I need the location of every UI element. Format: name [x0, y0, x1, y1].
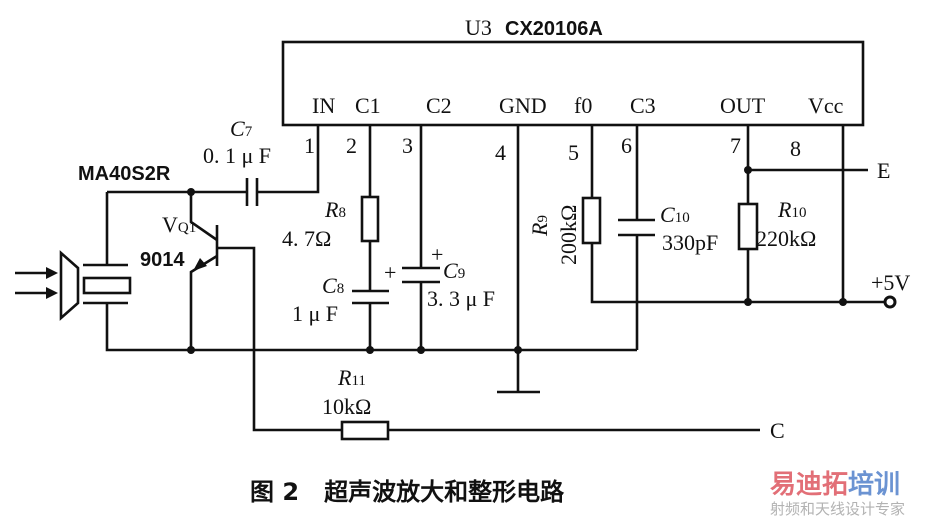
capacitor-c7 [245, 178, 259, 206]
r11-value: 10kΩ [322, 394, 371, 419]
c8-value: 1 μ F [292, 301, 338, 326]
pin-num-3: 3 [402, 133, 413, 158]
vq1-label: VQ1 [162, 212, 196, 237]
resistor-r10 [737, 202, 759, 251]
resistor-r9 [581, 196, 602, 245]
c9-label: C9 [443, 258, 465, 283]
pin-name-6: C3 [630, 93, 656, 118]
c9-value: 3. 3 μ F [427, 286, 495, 311]
vq1-part: 9014 [140, 249, 185, 271]
net-c-label: C [770, 418, 785, 443]
emitter-arrow [193, 258, 207, 271]
c8-label: C8 [322, 273, 344, 298]
resistor-r11 [340, 420, 390, 441]
svg-text:射频和天线设计专家: 射频和天线设计专家 [770, 500, 905, 518]
wires [105, 125, 884, 432]
pin-num-4: 4 [495, 140, 506, 165]
pin-num-1: 1 [304, 133, 315, 158]
c10-value: 330pF [662, 230, 718, 255]
figure-caption: 图 2 超声波放大和整形电路 [250, 478, 565, 506]
c7-value: 0. 1 μ F [203, 143, 271, 168]
pin-name-2: C1 [355, 93, 381, 118]
pin-num-5: 5 [568, 140, 579, 165]
c9-plus: + [431, 242, 443, 267]
ultrasonic-transducer [59, 250, 132, 321]
svg-text:易迪拓培训: 易迪拓培训 [770, 470, 900, 500]
resistor-r8 [360, 195, 380, 243]
pin-name-4: GND [499, 93, 547, 118]
supply-terminal [883, 295, 897, 309]
pin-name-3: C2 [426, 93, 452, 118]
incoming-wave-arrows [15, 267, 58, 299]
capacitor-c9 [402, 266, 440, 284]
ic-designator: U3 [465, 15, 492, 40]
pin-num-8: 8 [790, 136, 801, 161]
pin-name-5: f0 [574, 93, 592, 118]
r11-label: R11 [337, 365, 366, 390]
c8-plus: + [384, 260, 396, 285]
r9-label: R9 [527, 215, 552, 237]
r8-value: 4. 7Ω [282, 226, 331, 251]
junction-dots [187, 166, 847, 354]
watermark-logo: 易迪拓培训 射频和天线设计专家 [770, 470, 905, 518]
c10-label: C10 [660, 202, 690, 227]
pin-name-1: IN [312, 93, 335, 118]
ic-body [281, 40, 865, 127]
c7-label: C7 [230, 116, 253, 141]
pin-num-7: 7 [730, 133, 741, 158]
pin-num-2: 2 [346, 133, 357, 158]
r8-label: R8 [324, 197, 346, 222]
supply-label: +5V [871, 270, 910, 295]
pin-num-6: 6 [621, 133, 632, 158]
pin-name-8: Vcc [808, 93, 844, 118]
pin-name-7: OUT [720, 93, 766, 118]
r10-label: R10 [777, 197, 806, 222]
capacitor-c8 [352, 289, 389, 305]
capacitor-c10 [618, 218, 655, 237]
r10-value: 220kΩ [756, 226, 816, 251]
r9-value: 200kΩ [556, 205, 581, 265]
net-e-label: E [877, 158, 890, 183]
ic-part: CX20106A [505, 18, 603, 40]
transducer-part: MA40S2R [78, 163, 171, 185]
